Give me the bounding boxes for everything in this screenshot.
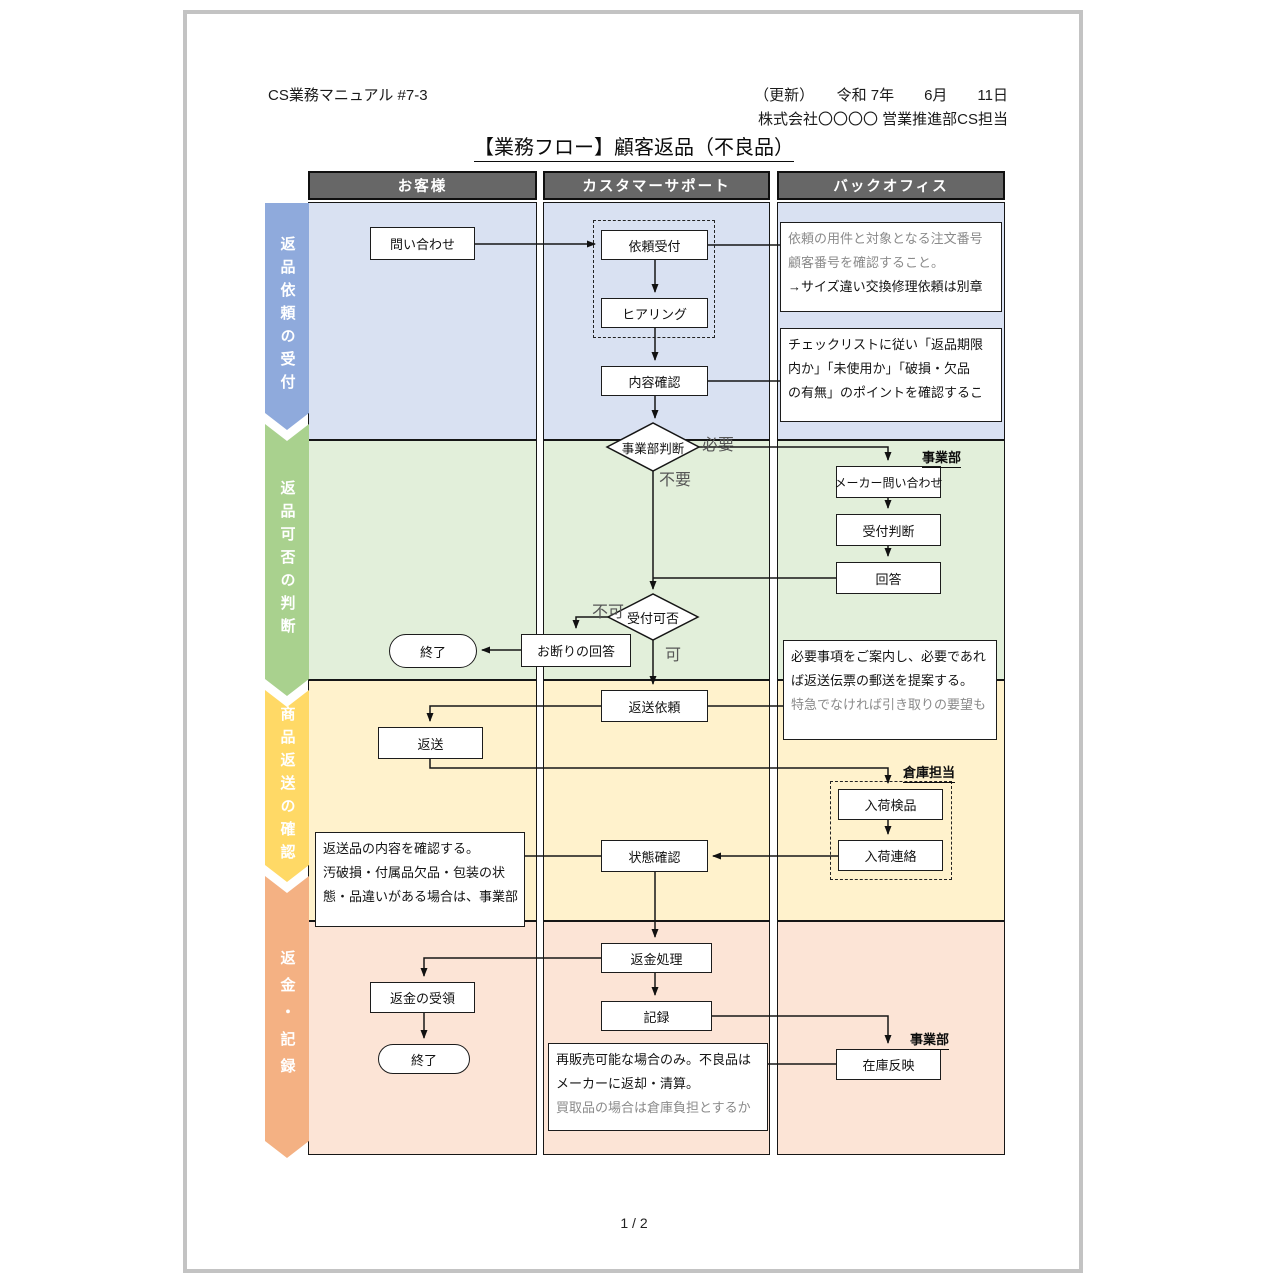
phase-chevron-return-shipping-check: 商品返送の確認 <box>265 690 309 882</box>
connector-record-to-stock <box>712 1015 892 1044</box>
note-line: 再販売可能な場合のみ。不良品は <box>556 1052 752 1067</box>
note-return-slip: 必要事項をご案内し、必要であれ ば返送伝票の郵送を提案する。 特急でなければ引き… <box>783 640 997 740</box>
branch-label-accepted: 可 <box>665 647 682 664</box>
note-line: 買取品の場合は倉庫負担とするか <box>556 1100 751 1116</box>
phase-chevron-acceptance-judgement: 返品可否の判断 <box>265 424 309 696</box>
flow-node-end-1: 終了 <box>389 634 477 668</box>
page-title: 【業務フロー】顧客返品（不良品） <box>186 131 1082 162</box>
flow-node-content-check: 内容確認 <box>601 366 708 396</box>
note-line: 依頼の用件と対象となる注文番号 <box>788 231 983 246</box>
doc-company: 株式会社〇〇〇〇 営業推進部CS担当 <box>757 111 1008 128</box>
group-label-business-division-1: 事業部 <box>922 447 962 468</box>
flow-node-maker-inquiry: メーカー問い合わせ <box>835 466 943 498</box>
flow-node-arrival-notice: 入荷連絡 <box>838 840 943 871</box>
connector-decision1-necessary <box>698 446 892 461</box>
flow-node-acceptance-judgement: 受付判断 <box>836 514 941 546</box>
flow-node-end-2: 終了 <box>378 1044 470 1074</box>
flow-node-answer: 回答 <box>836 562 941 594</box>
group-label-warehouse: 倉庫担当 <box>903 762 956 783</box>
flow-node-refund-processing: 返金処理 <box>601 943 712 973</box>
connector-ship-to-inspection <box>429 759 892 784</box>
group-label-business-division-2: 事業部 <box>910 1029 950 1050</box>
note-line: 汚破損・付属品欠品・包装の状 <box>323 865 506 881</box>
branch-label-unnecessary: 不要 <box>659 472 692 489</box>
branch-label-necessary: 必要 <box>702 437 735 454</box>
note-line: 態・品違いがある場合は、事業部 <box>323 889 519 905</box>
note-line: 特急でなければ引き取りの要望も <box>791 697 987 713</box>
flow-node-request-reception: 依頼受付 <box>601 230 708 260</box>
branch-label-rejected: 不可 <box>592 604 625 621</box>
note-checklist: チェックリストに従い「返品期限 内か」「未使用か」「破損・欠品 の有無」のポイン… <box>780 328 1002 422</box>
note-line: チェックリストに従い「返品期限 <box>788 337 984 352</box>
note-line: 顧客番号を確認すること。 <box>788 255 945 271</box>
doc-id: CS業務マニュアル #7-3 <box>268 87 428 104</box>
note-line: ば返送伝票の郵送を提案する。 <box>791 673 974 689</box>
flow-node-stock-update: 在庫反映 <box>836 1049 941 1080</box>
decision-diamond-division-judgement <box>605 422 701 472</box>
connector-decision2-rejected <box>572 616 608 629</box>
connector-refund-to-receipt <box>420 957 601 977</box>
flow-node-refusal-reply: お断りの回答 <box>521 634 631 667</box>
group-frame-reception <box>593 220 715 338</box>
note-line: メーカーに返却・清算。 <box>556 1076 700 1092</box>
flow-node-status-check: 状態確認 <box>601 840 708 872</box>
flow-node-return-ship-request: 返送依頼 <box>601 690 708 722</box>
flow-node-return-ship: 返送 <box>378 727 483 759</box>
note-line: →サイズ違い交換修理依頼は別章 <box>788 279 983 295</box>
note-line: 内か」「未使用か」「破損・欠品 <box>788 361 971 377</box>
note-resale-condition: 再販売可能な場合のみ。不良品は メーカーに返却・清算。 買取品の場合は倉庫負担と… <box>548 1043 768 1131</box>
note-line: 必要事項をご案内し、必要であれ <box>791 649 986 664</box>
doc-updated-date: （更新） 令和 7年 6月 11日 <box>754 87 1008 104</box>
note-order-number-check: 依頼の用件と対象となる注文番号 顧客番号を確認すること。 →サイズ違い交換修理依… <box>780 222 1002 312</box>
decision-label-division-judgement: 事業部判断 <box>621 441 685 456</box>
lane-header-customer-support: カスタマーサポート <box>543 171 770 200</box>
phase-chevron-return-request: 返品依頼の受付 <box>265 203 309 430</box>
note-returned-goods-check: 返送品の内容を確認する。 汚破損・付属品欠品・包装の状 態・品違いがある場合は、… <box>315 832 525 927</box>
flow-node-record: 記録 <box>601 1001 712 1031</box>
phase-chevron-refund-record: 返金・記録 <box>265 876 309 1158</box>
flow-node-inquiry: 問い合わせ <box>370 227 475 260</box>
flow-node-arrival-inspection: 入荷検品 <box>838 789 943 820</box>
decision-label-acceptance: 受付可否 <box>626 610 679 626</box>
note-line: 返送品の内容を確認する。 <box>323 841 480 856</box>
lane-header-backoffice: バックオフィス <box>777 171 1005 200</box>
flow-node-hearing: ヒアリング <box>601 298 708 328</box>
connector-shiprequest-to-ship <box>426 705 601 722</box>
flow-node-refund-receipt: 返金の受領 <box>370 982 475 1013</box>
page-number: 1 / 2 <box>620 1215 648 1231</box>
decision-diamond-acceptance <box>606 593 700 641</box>
note-line: の有無」のポイントを確認するこ <box>788 385 984 401</box>
lane-header-customer: お客様 <box>308 171 537 200</box>
